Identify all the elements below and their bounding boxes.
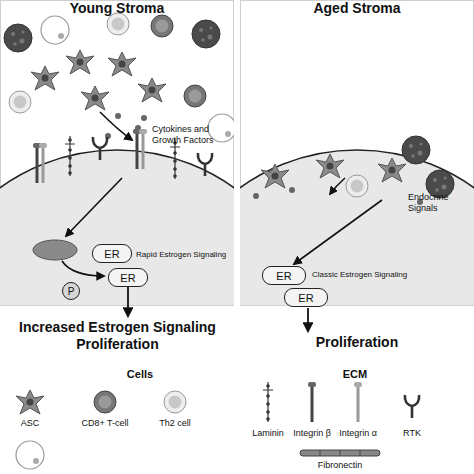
kinase-oval [33,240,77,260]
receptor [93,137,107,160]
cell [4,24,32,52]
endocrine-signal [253,193,259,199]
legend-icon [300,450,380,456]
legend-label: CD8+ T-cell [65,418,145,429]
node-text: ER [276,270,291,282]
legend-icon [354,382,362,422]
legend-icon [16,390,44,414]
node-text: ER [120,272,135,284]
receptor-box: ER [108,268,148,287]
arrow [127,287,129,316]
legend-icon [94,391,116,413]
cell [346,175,368,197]
arrow [100,112,132,140]
receptor-box: ER [284,288,328,307]
cell [41,16,69,44]
cell [151,15,173,37]
arrow [62,261,104,276]
cell [378,158,406,182]
node-text: ER [104,248,119,260]
signal-label: Cytokines and Growth Factors [152,124,228,146]
cell [402,136,430,164]
young-cells [4,13,234,276]
legend-icon [405,395,419,418]
legend-icon [263,382,273,422]
panel-title: Aged Stroma [240,0,474,16]
signal-label: Endocrine Signals [408,192,468,214]
receptor-box: ER [92,244,132,263]
legend-icon [164,391,186,413]
cell [107,13,129,35]
cell [184,85,206,107]
arrow [307,308,309,331]
cell [9,91,31,113]
cell [108,52,136,76]
receptor [198,153,212,176]
node-text: ER [298,292,313,304]
legend-label: Th2 cell [135,418,215,429]
receptor-box: ER [262,266,306,285]
legend-label: Integrin α [318,428,398,439]
legend-icon [308,382,316,422]
endocrine-signal [289,187,295,193]
cell [66,50,94,74]
cell-membrane [0,150,234,305]
receptor [65,136,75,176]
legend-icon [16,441,44,469]
stroma-panel: Aged StromaER ER [240,0,474,310]
node-text: P [68,286,75,297]
cytokine [141,115,147,121]
legend-heading: ECM [315,368,395,381]
cell [192,20,220,48]
outcome-label: Proliferation [240,334,474,351]
legend-label: RTK [372,428,452,439]
pathway-label: Rapid Estrogen Signaling [136,250,233,260]
cell [261,164,289,188]
receptor [33,143,47,183]
arrow [330,178,345,194]
arrow [66,178,122,236]
receptor [133,129,147,169]
panel-title: Young Stroma [0,0,234,16]
legend-label: Fibronectin [300,460,380,471]
cell [138,78,166,102]
legend-heading: Cells [100,368,180,381]
cell [81,86,109,110]
pathway-label: Classic Estrogen Signaling [312,270,442,280]
cell-membrane [240,150,474,305]
stroma-panel: Young StromaERER P [0,0,234,310]
legend-label: ASC [0,418,70,429]
cell [316,154,344,178]
cell [31,66,59,90]
outcome-label: Increased Estrogen Signaling Proliferati… [10,319,225,353]
phospho-circle: P [62,282,80,300]
arrow [294,200,382,264]
cytokine [115,113,121,119]
